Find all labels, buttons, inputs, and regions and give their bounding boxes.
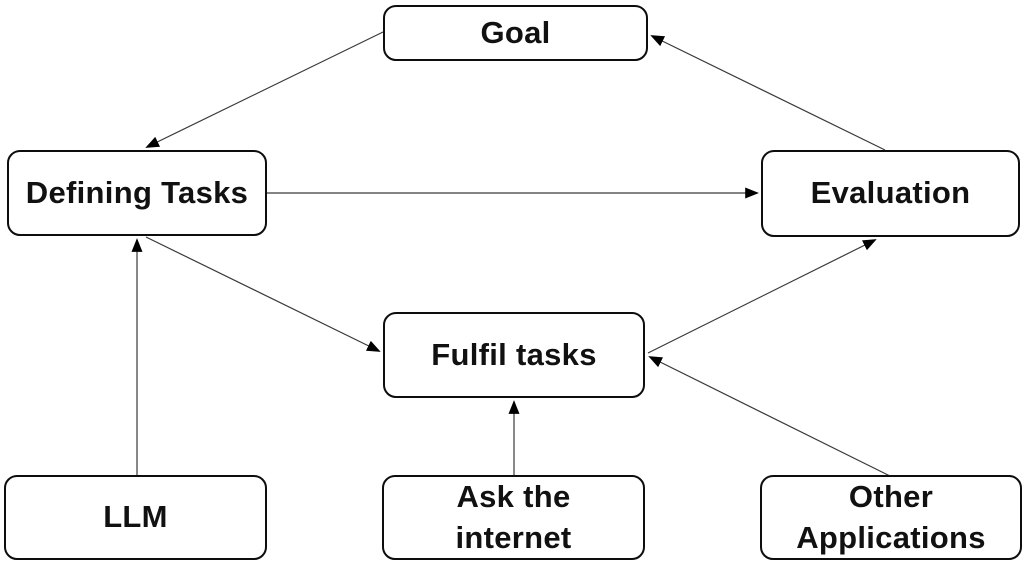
arrow-evaluation-to-goal (650, 35, 886, 151)
node-llm: LLM (4, 475, 267, 560)
node-other-applications: Other Applications (760, 475, 1022, 560)
arrow-other-apps-to-fulfil (648, 356, 891, 477)
arrow-fulfil-to-evaluation (647, 239, 877, 354)
node-evaluation: Evaluation (761, 150, 1020, 237)
node-fulfil-tasks: Fulfil tasks (383, 312, 645, 398)
node-other-applications-label: Other Applications (796, 478, 986, 555)
arrow-defining-to-fulfil (145, 236, 381, 352)
node-ask-the-internet-label: Ask the internet (455, 478, 572, 555)
node-defining-tasks-label: Defining Tasks (25, 174, 249, 210)
node-ask-the-internet: Ask the internet (382, 475, 645, 560)
node-llm-label: LLM (103, 499, 168, 535)
node-goal: Goal (383, 5, 648, 61)
node-goal-label: Goal (480, 14, 551, 50)
node-defining-tasks: Defining Tasks (7, 150, 267, 236)
node-fulfil-tasks-label: Fulfil tasks (431, 336, 597, 372)
node-evaluation-label: Evaluation (810, 175, 971, 211)
arrow-goal-to-defining-tasks (145, 31, 384, 148)
